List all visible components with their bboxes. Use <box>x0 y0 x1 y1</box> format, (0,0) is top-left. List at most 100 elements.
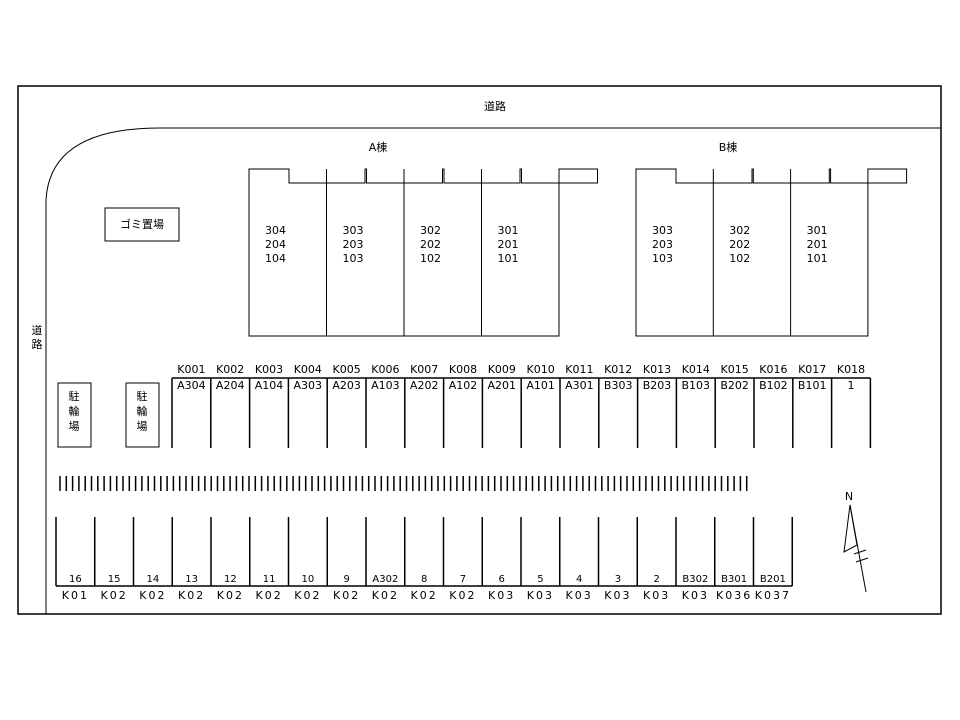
parking-code: K002 <box>216 363 244 376</box>
parking-code: K02 <box>178 589 205 602</box>
bike-label-3: 場 <box>137 420 148 433</box>
parking-code: K010 <box>526 363 554 376</box>
parking-code: K03 <box>682 589 709 602</box>
parking-space-label: A302 <box>372 574 398 585</box>
parking-code: K02 <box>139 589 166 602</box>
bike-parking-1: 駐 輪 場 <box>57 382 92 448</box>
north-arrow: N <box>843 490 869 593</box>
unit-number: 303 <box>343 224 364 237</box>
unit-number: 301 <box>807 224 828 237</box>
parking-space-label: 2 <box>653 574 659 585</box>
parking-space-label: A304 <box>177 379 206 392</box>
parking-space-label: 14 <box>147 574 160 585</box>
parking-space-label: A203 <box>332 379 361 392</box>
upper-parking-row: K001A304K002A204K003A104K004A303K005A203… <box>171 363 872 448</box>
unit-number: 103 <box>343 252 364 265</box>
parking-space-label: B101 <box>798 379 827 392</box>
unit-number: 203 <box>343 238 364 251</box>
north-arrow-shaft <box>849 504 867 593</box>
parking-space-label: B303 <box>604 379 633 392</box>
building-a-label: A棟 <box>369 140 388 154</box>
unit-number: 102 <box>420 252 441 265</box>
parking-code: K03 <box>488 589 515 602</box>
parking-code: K004 <box>294 363 322 376</box>
site-boundary <box>17 85 942 615</box>
north-arrow-tick <box>855 557 869 563</box>
parking-space-label: 9 <box>343 574 349 585</box>
unit-number: 302 <box>729 224 750 237</box>
parking-space-label: A202 <box>410 379 439 392</box>
garbage-area <box>104 207 180 242</box>
parking-space-label: 6 <box>498 574 504 585</box>
parking-space-label: A101 <box>526 379 555 392</box>
parking-code: K02 <box>217 589 244 602</box>
parking-code: K02 <box>294 589 321 602</box>
parking-code: K012 <box>604 363 632 376</box>
parking-code: K001 <box>177 363 205 376</box>
parking-code: K03 <box>527 589 554 602</box>
parking-code: K017 <box>798 363 826 376</box>
building-b-label: B棟 <box>719 140 738 154</box>
parking-space-label: A303 <box>294 379 323 392</box>
parking-space-label: B201 <box>760 574 786 585</box>
parking-code: K005 <box>332 363 360 376</box>
parking-code: K01 <box>62 589 89 602</box>
parking-code: K018 <box>837 363 865 376</box>
unit-number: 104 <box>265 252 286 265</box>
parking-space-label: B102 <box>759 379 788 392</box>
north-label: N <box>845 490 853 503</box>
parking-space-label: A204 <box>216 379 245 392</box>
unit-number: 201 <box>498 238 519 251</box>
north-arrow-tick <box>853 549 867 555</box>
parking-code: K036 <box>716 589 752 602</box>
bike-label-2: 輪 <box>137 404 148 418</box>
building-outline <box>248 168 598 337</box>
parking-code: K008 <box>449 363 477 376</box>
unit-number: 301 <box>498 224 519 237</box>
parking-code: K03 <box>566 589 593 602</box>
unit-number: 101 <box>498 252 519 265</box>
bike-label-2: 輪 <box>69 404 80 418</box>
unit-number: 102 <box>729 252 750 265</box>
parking-space-label: 5 <box>537 574 543 585</box>
parking-space-label: A201 <box>488 379 517 392</box>
unit-number: 202 <box>729 238 750 251</box>
parking-space-label: 3 <box>615 574 621 585</box>
bike-parking-box <box>57 382 92 448</box>
parking-code: K016 <box>759 363 787 376</box>
road-label-left-2: 路 <box>32 338 43 351</box>
parking-space-label: 15 <box>108 574 121 585</box>
parking-code: K009 <box>488 363 516 376</box>
parking-code: K02 <box>256 589 283 602</box>
unit-number: 302 <box>420 224 441 237</box>
unit-number: 304 <box>265 224 286 237</box>
parking-space-label: B202 <box>720 379 749 392</box>
parking-space-label: A103 <box>371 379 400 392</box>
unit-number: 101 <box>807 252 828 265</box>
garbage-label: ゴミ置場 <box>120 217 164 231</box>
parking-code: K02 <box>449 589 476 602</box>
unit-number: 203 <box>652 238 673 251</box>
parking-code: K02 <box>411 589 438 602</box>
bike-label-1: 駐 <box>137 389 148 403</box>
building-outline <box>635 168 908 337</box>
parking-space-label: 8 <box>421 574 427 585</box>
unit-number: 204 <box>265 238 286 251</box>
parking-space-label: A104 <box>255 379 284 392</box>
parking-space-label: 4 <box>576 574 582 585</box>
parking-space-label: B301 <box>721 574 747 585</box>
parking-code: K013 <box>643 363 671 376</box>
parking-code: K014 <box>682 363 710 376</box>
parking-space-label: 7 <box>460 574 466 585</box>
parking-code: K02 <box>101 589 128 602</box>
parking-space-label: B302 <box>682 574 708 585</box>
parking-code: K007 <box>410 363 438 376</box>
parking-space-label: 10 <box>302 574 315 585</box>
unit-number: 202 <box>420 238 441 251</box>
parking-code: K011 <box>565 363 593 376</box>
parking-space-label: 12 <box>224 574 237 585</box>
